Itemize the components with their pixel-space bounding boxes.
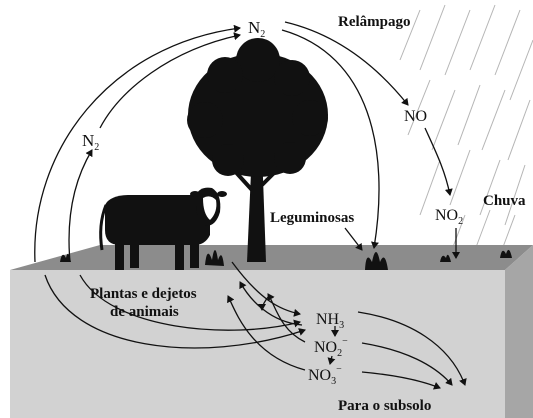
label-plants-line1: Plantas e dejetos: [90, 286, 197, 302]
label-rain: Chuva: [483, 193, 526, 209]
arrow-ground-to-n2-left: [69, 150, 92, 262]
ground-side: [505, 245, 533, 418]
label-no2: NO2: [435, 207, 463, 227]
label-n2-top: N2: [248, 18, 265, 40]
arrow-no-to-no2: [425, 128, 450, 195]
label-n2-left: N2: [82, 131, 99, 153]
ground-block: [10, 245, 533, 418]
label-no: NO: [404, 108, 427, 125]
label-plants-line2: de animais: [110, 304, 179, 320]
label-subsoil: Para o subsolo: [338, 398, 431, 414]
rain-streaks: [400, 5, 533, 255]
label-legumes: Leguminosas: [270, 210, 354, 226]
label-lightning: Relâmpago: [338, 14, 411, 30]
ground-surface: [10, 245, 533, 270]
